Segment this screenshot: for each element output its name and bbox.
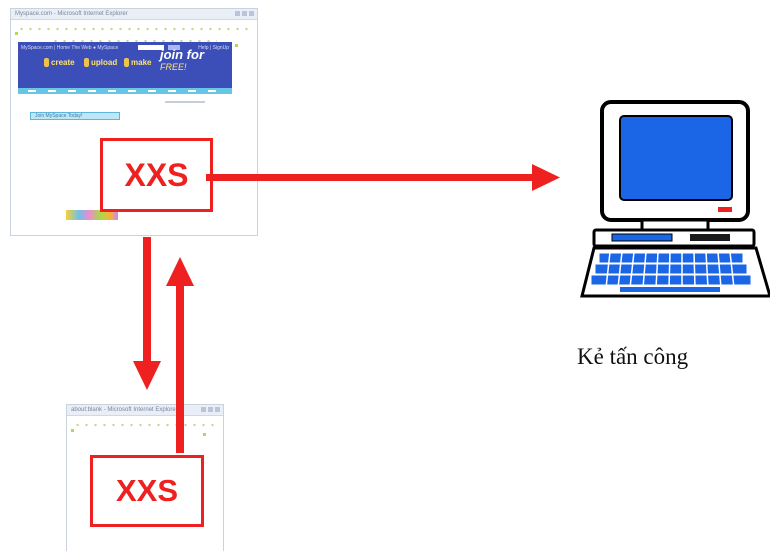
main-window-toolbar-dots-2 (51, 39, 217, 43)
page-text-line (165, 101, 205, 103)
banner-top-text: MySpace.com | Home The Web ● MySpace (21, 45, 119, 51)
main-window-controls (235, 11, 254, 16)
small-window-controls (201, 407, 220, 412)
welcome-text: Join MySpace Today! (35, 113, 83, 119)
banner-search-button (168, 45, 180, 50)
small-window-bullet-right (203, 433, 206, 436)
arrow-right (206, 164, 560, 191)
xss-box-small: XXS (90, 455, 204, 527)
person-icon (124, 58, 129, 67)
person-icon (84, 58, 89, 67)
desktop-computer-icon (580, 100, 770, 298)
person-icon (44, 58, 49, 67)
small-window-titlebar: about:blank - Microsoft Internet Explore… (67, 405, 223, 416)
small-window-toolbar-dots (73, 423, 217, 427)
colorful-logo (66, 210, 118, 220)
banner-item-make: make (124, 58, 151, 67)
small-window-bullet (71, 429, 74, 432)
main-window-toolbar-dots (17, 27, 251, 31)
banner-item-upload: upload (84, 58, 117, 67)
welcome-box: Join MySpace Today! (30, 112, 120, 120)
attacker-label: Kẻ tấn công (577, 344, 689, 369)
join-for-free: join for FREE! (160, 48, 204, 74)
banner-item-create: create (44, 58, 75, 67)
main-window-bullet (15, 32, 18, 35)
join-text: join for (159, 47, 204, 62)
arrow-up (166, 257, 194, 453)
main-window-bullet-right (235, 44, 238, 47)
main-window-title: Myspace.com - Microsoft Internet Explore… (15, 11, 128, 17)
free-text: FREE! (159, 62, 187, 72)
xss-box-main: XXS (100, 138, 213, 212)
site-nav-bar (18, 88, 232, 94)
banner-links: Help | SignUp (198, 45, 229, 51)
banner-search-box (138, 45, 164, 50)
arrow-down (133, 237, 161, 390)
site-banner: MySpace.com | Home The Web ● MySpace Hel… (18, 42, 232, 88)
main-window-titlebar: Myspace.com - Microsoft Internet Explore… (11, 9, 257, 20)
small-window-title: about:blank - Microsoft Internet Explore… (71, 407, 178, 413)
